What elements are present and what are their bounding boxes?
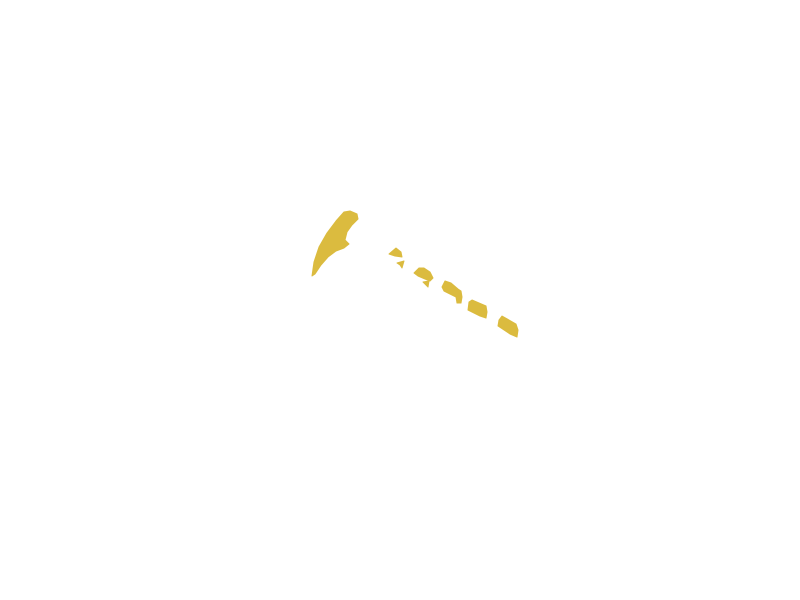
frag-4-shape xyxy=(467,299,488,319)
frag-2b-shape xyxy=(422,280,430,288)
frag-3-shape xyxy=(441,280,463,304)
frag-2a-shape xyxy=(413,267,434,282)
frag-1b-shape xyxy=(396,260,405,269)
pickaxe-shape-icon xyxy=(311,210,519,338)
blade-shape xyxy=(311,210,359,277)
frag-1a-shape xyxy=(388,247,403,258)
frag-5-shape xyxy=(497,315,519,338)
